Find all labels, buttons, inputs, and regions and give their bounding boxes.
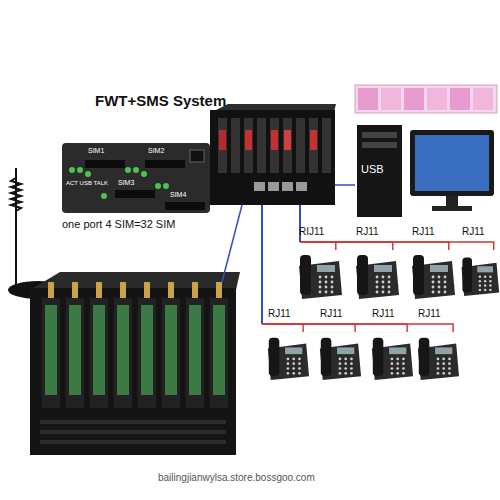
port-label: RIJ11 bbox=[299, 226, 324, 237]
rj11-wire bbox=[262, 324, 355, 332]
gateway-slots bbox=[218, 118, 331, 173]
connector bbox=[300, 205, 449, 250]
connector bbox=[262, 205, 355, 332]
phone-node: RIJ11 bbox=[295, 250, 343, 300]
screen-strip bbox=[355, 85, 497, 113]
trunk-wire bbox=[261, 205, 263, 324]
gateway-ports bbox=[254, 182, 307, 191]
port-panel bbox=[62, 143, 210, 213]
port-label: RJ11 bbox=[412, 226, 435, 237]
desk-phone bbox=[320, 338, 361, 380]
rj11-wire bbox=[300, 242, 393, 250]
desk-phone bbox=[356, 255, 399, 299]
phone-node: RJ11 bbox=[352, 250, 400, 300]
connector bbox=[300, 205, 393, 250]
drive-bay bbox=[362, 132, 397, 138]
diagram-title: FWT+SMS System bbox=[95, 92, 226, 109]
desk-phone bbox=[412, 255, 455, 299]
data-cable bbox=[222, 205, 242, 282]
phone-node: RJ11 bbox=[368, 332, 414, 382]
sim-label: SIM3 bbox=[118, 179, 134, 186]
rj11-wire bbox=[300, 242, 449, 250]
usb-cable bbox=[335, 184, 355, 186]
port-label: RJ11 bbox=[372, 308, 395, 319]
trunk-wire bbox=[261, 205, 263, 324]
desk-phone bbox=[299, 255, 342, 299]
phone-node: RJ11 bbox=[316, 332, 362, 382]
connector bbox=[300, 205, 336, 250]
edge-label: USB bbox=[359, 163, 386, 175]
phone-node: RJ11 bbox=[458, 250, 500, 300]
note-text: one port 4 SIM=32 SIM bbox=[62, 218, 175, 230]
port-label: RJ11 bbox=[268, 308, 291, 319]
port-label: RJ11 bbox=[418, 308, 441, 319]
monitor-screen bbox=[415, 135, 489, 191]
connector bbox=[262, 205, 453, 332]
desk-phone bbox=[372, 338, 413, 380]
connector bbox=[262, 205, 407, 332]
phone-node: RJ11 bbox=[414, 332, 460, 382]
desk-phone bbox=[418, 338, 459, 380]
port-label: RJ11 bbox=[356, 226, 379, 237]
trunk-wire bbox=[261, 205, 263, 324]
antenna-coil bbox=[11, 178, 21, 211]
trunk-wire bbox=[261, 205, 263, 324]
sim-label: SIM1 bbox=[88, 147, 104, 154]
monitor-frame bbox=[410, 130, 494, 196]
connector bbox=[262, 205, 303, 332]
sim-label: SIM2 bbox=[148, 147, 164, 154]
phone-node: RJ11 bbox=[264, 332, 310, 382]
monitor-stand bbox=[446, 196, 458, 206]
modem-box bbox=[30, 288, 236, 455]
led-label: ACT USB TALK bbox=[66, 180, 108, 186]
pc-tower bbox=[357, 125, 402, 217]
monitor-base bbox=[432, 206, 472, 211]
gateway-box bbox=[210, 105, 335, 205]
port-label: RJ11 bbox=[320, 308, 343, 319]
connector bbox=[300, 205, 494, 250]
screen-tiles bbox=[358, 88, 493, 110]
modem-top bbox=[30, 272, 240, 290]
sim-label: SIM4 bbox=[170, 191, 186, 198]
rj11-wire bbox=[300, 242, 494, 250]
port-label: RJ11 bbox=[462, 226, 485, 237]
desk-phone bbox=[462, 258, 500, 297]
modem-vents bbox=[40, 420, 226, 444]
modem-modules bbox=[42, 282, 228, 408]
gateway-box bbox=[210, 110, 335, 205]
connector bbox=[335, 185, 355, 186]
rj11-wire bbox=[262, 324, 453, 332]
drive-bay bbox=[362, 142, 397, 148]
rj11-wire bbox=[262, 324, 407, 332]
rj11-wire bbox=[300, 242, 336, 250]
rj11-wire bbox=[262, 324, 303, 332]
watermark: bailingjianwylsa.store.bossgoo.com bbox=[158, 472, 315, 483]
phone-node: RJ11 bbox=[408, 250, 456, 300]
desk-phone bbox=[268, 338, 309, 380]
